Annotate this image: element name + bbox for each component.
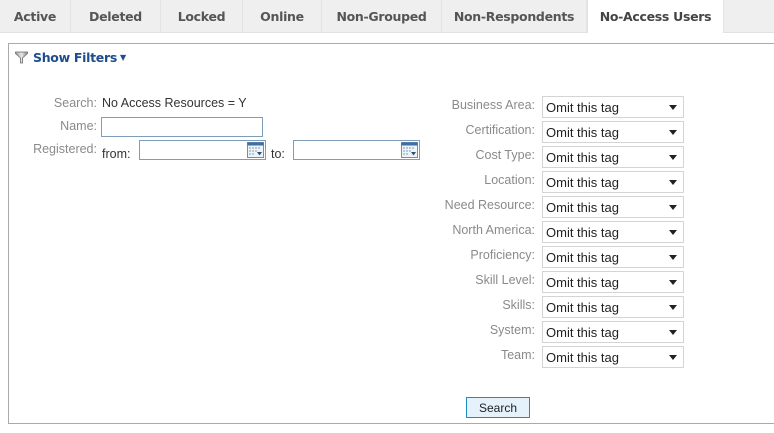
location-label: Location: [484, 173, 535, 187]
proficiency-select[interactable]: Omit this tag [542, 246, 684, 268]
search-button[interactable]: Search [466, 397, 530, 418]
select-value: Omit this tag [546, 274, 619, 290]
calendar-icon[interactable] [247, 142, 264, 158]
tab-no-access-users[interactable]: No-Access Users [587, 0, 724, 33]
dropdown-arrow-icon [669, 105, 677, 110]
system-select[interactable]: Omit this tag [542, 321, 684, 343]
funnel-icon [15, 51, 28, 64]
select-value: Omit this tag [546, 174, 619, 190]
show-filters-toggle[interactable]: Show Filters ▼ [15, 50, 126, 65]
dropdown-arrow-icon [669, 130, 677, 135]
skill-level-select[interactable]: Omit this tag [542, 271, 684, 293]
calendar-icon[interactable] [401, 142, 418, 158]
select-value: Omit this tag [546, 299, 619, 315]
tab-non-respondents[interactable]: Non-Respondents [442, 0, 587, 32]
search-label: Search: [53, 96, 97, 110]
search-criteria-value: No Access Resources = Y [102, 96, 247, 110]
select-value: Omit this tag [546, 249, 619, 265]
skills-label: Skills: [502, 298, 535, 312]
tab-locked[interactable]: Locked [161, 0, 243, 32]
select-value: Omit this tag [546, 199, 619, 215]
north-america-label: North America: [452, 223, 535, 237]
dropdown-arrow-icon [669, 255, 677, 260]
certification-label: Certification: [465, 123, 535, 137]
team-select[interactable]: Omit this tag [542, 346, 684, 368]
location-select[interactable]: Omit this tag [542, 171, 684, 193]
need-resource-select[interactable]: Omit this tag [542, 196, 684, 218]
select-value: Omit this tag [546, 224, 619, 240]
name-label: Name: [60, 119, 97, 133]
dropdown-arrow-icon [669, 155, 677, 160]
tab-non-grouped[interactable]: Non-Grouped [322, 0, 442, 32]
cost-type-label: Cost Type: [475, 148, 535, 162]
skill-level-label: Skill Level: [475, 273, 535, 287]
dropdown-arrow-icon [669, 305, 677, 310]
registered-label: Registered: [33, 142, 97, 156]
dropdown-arrow-icon [669, 205, 677, 210]
north-america-select[interactable]: Omit this tag [542, 221, 684, 243]
name-input[interactable] [101, 117, 263, 137]
tab-online[interactable]: Online [243, 0, 322, 32]
to-label: to: [271, 147, 285, 161]
team-label: Team: [500, 348, 535, 362]
chevron-down-icon: ▼ [119, 53, 126, 62]
cost-type-select[interactable]: Omit this tag [542, 146, 684, 168]
to-date-field[interactable] [293, 140, 420, 160]
skills-select[interactable]: Omit this tag [542, 296, 684, 318]
tab-deleted[interactable]: Deleted [71, 0, 161, 32]
dropdown-arrow-icon [669, 330, 677, 335]
tab-bar: Active Deleted Locked Online Non-Grouped… [0, 0, 774, 33]
select-value: Omit this tag [546, 149, 619, 165]
system-label: System: [489, 323, 535, 337]
from-date-input[interactable] [140, 141, 265, 159]
certification-select[interactable]: Omit this tag [542, 121, 684, 143]
from-date-field[interactable] [139, 140, 266, 160]
need-resource-label: Need Resource: [444, 198, 535, 212]
select-value: Omit this tag [546, 99, 619, 115]
select-value: Omit this tag [546, 324, 619, 340]
dropdown-arrow-icon [669, 180, 677, 185]
show-filters-label: Show Filters [33, 50, 117, 65]
proficiency-label: Proficiency: [470, 248, 535, 262]
filter-panel: Show Filters ▼ Search: No Access Resourc… [8, 43, 774, 424]
to-date-input[interactable] [294, 141, 419, 159]
dropdown-arrow-icon [669, 355, 677, 360]
business-area-select[interactable]: Omit this tag [542, 96, 684, 118]
dropdown-arrow-icon [669, 280, 677, 285]
dropdown-arrow-icon [669, 230, 677, 235]
select-value: Omit this tag [546, 124, 619, 140]
from-label: from: [102, 147, 131, 161]
business-area-label: Business Area: [451, 98, 535, 112]
tab-active[interactable]: Active [0, 0, 71, 32]
select-value: Omit this tag [546, 349, 619, 365]
